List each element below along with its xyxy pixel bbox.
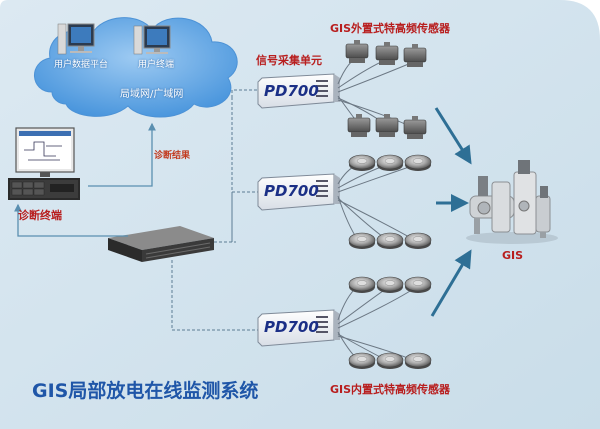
external-sensor-icon [345, 40, 369, 63]
pd700-model-label-1: PD700 [264, 82, 319, 100]
diagnosis-terminal-label: 诊断终端 [18, 209, 62, 222]
internal-sensor-group [348, 154, 432, 369]
external-sensor-icon [403, 44, 427, 67]
internal-sensor-icon [348, 276, 376, 293]
internal-sensor-icon [404, 352, 432, 369]
external-sensor-group [345, 40, 427, 139]
user-terminal-computer-icon [133, 25, 171, 55]
internal-sensor-icon [404, 232, 432, 249]
external-sensor-icon [403, 116, 427, 139]
internal-sensor-icon [348, 232, 376, 249]
internal-sensor-label: GIS内置式特高频传感器 [330, 383, 451, 396]
internal-sensor-icon [404, 276, 432, 293]
diagnosis-result-label: 诊断结果 [154, 151, 191, 161]
diagnosis-server-icon [8, 178, 80, 200]
internal-sensor-icon [376, 154, 404, 171]
data-flow-arrows [14, 122, 156, 237]
network-label: 局域网/广域网 [120, 89, 184, 100]
pd700-model-label-3: PD700 [264, 318, 319, 336]
user-terminal-label: 用户终端 [138, 60, 175, 70]
gis-equipment-icon [466, 160, 558, 244]
network-switch-icon [108, 226, 214, 262]
pd700-unit-2 [257, 173, 340, 211]
pd700-model-label-2: PD700 [264, 182, 319, 200]
internal-sensor-icon [376, 276, 404, 293]
internal-sensor-icon [404, 154, 432, 171]
external-sensor-icon [375, 42, 399, 65]
external-sensor-icon [375, 114, 399, 137]
internal-sensor-icon [348, 352, 376, 369]
internal-sensor-icon [376, 232, 404, 249]
internal-sensor-icon [348, 154, 376, 171]
diagnosis-monitor-icon [15, 127, 75, 177]
collector-unit-label: 信号采集单元 [256, 54, 322, 67]
gis-feed-arrows [430, 107, 472, 317]
pd700-unit-1 [257, 73, 340, 109]
page-title: GIS局部放电在线监测系统 [32, 380, 259, 402]
gis-label: GIS [502, 249, 524, 262]
internal-sensor-icon [376, 352, 404, 369]
external-sensor-icon [347, 114, 371, 137]
user-platform-label: 用户数据平台 [54, 60, 109, 70]
network-links [171, 89, 258, 331]
user-platform-computer-icon [57, 23, 95, 55]
external-sensor-label: GIS外置式特高频传感器 [330, 22, 451, 35]
